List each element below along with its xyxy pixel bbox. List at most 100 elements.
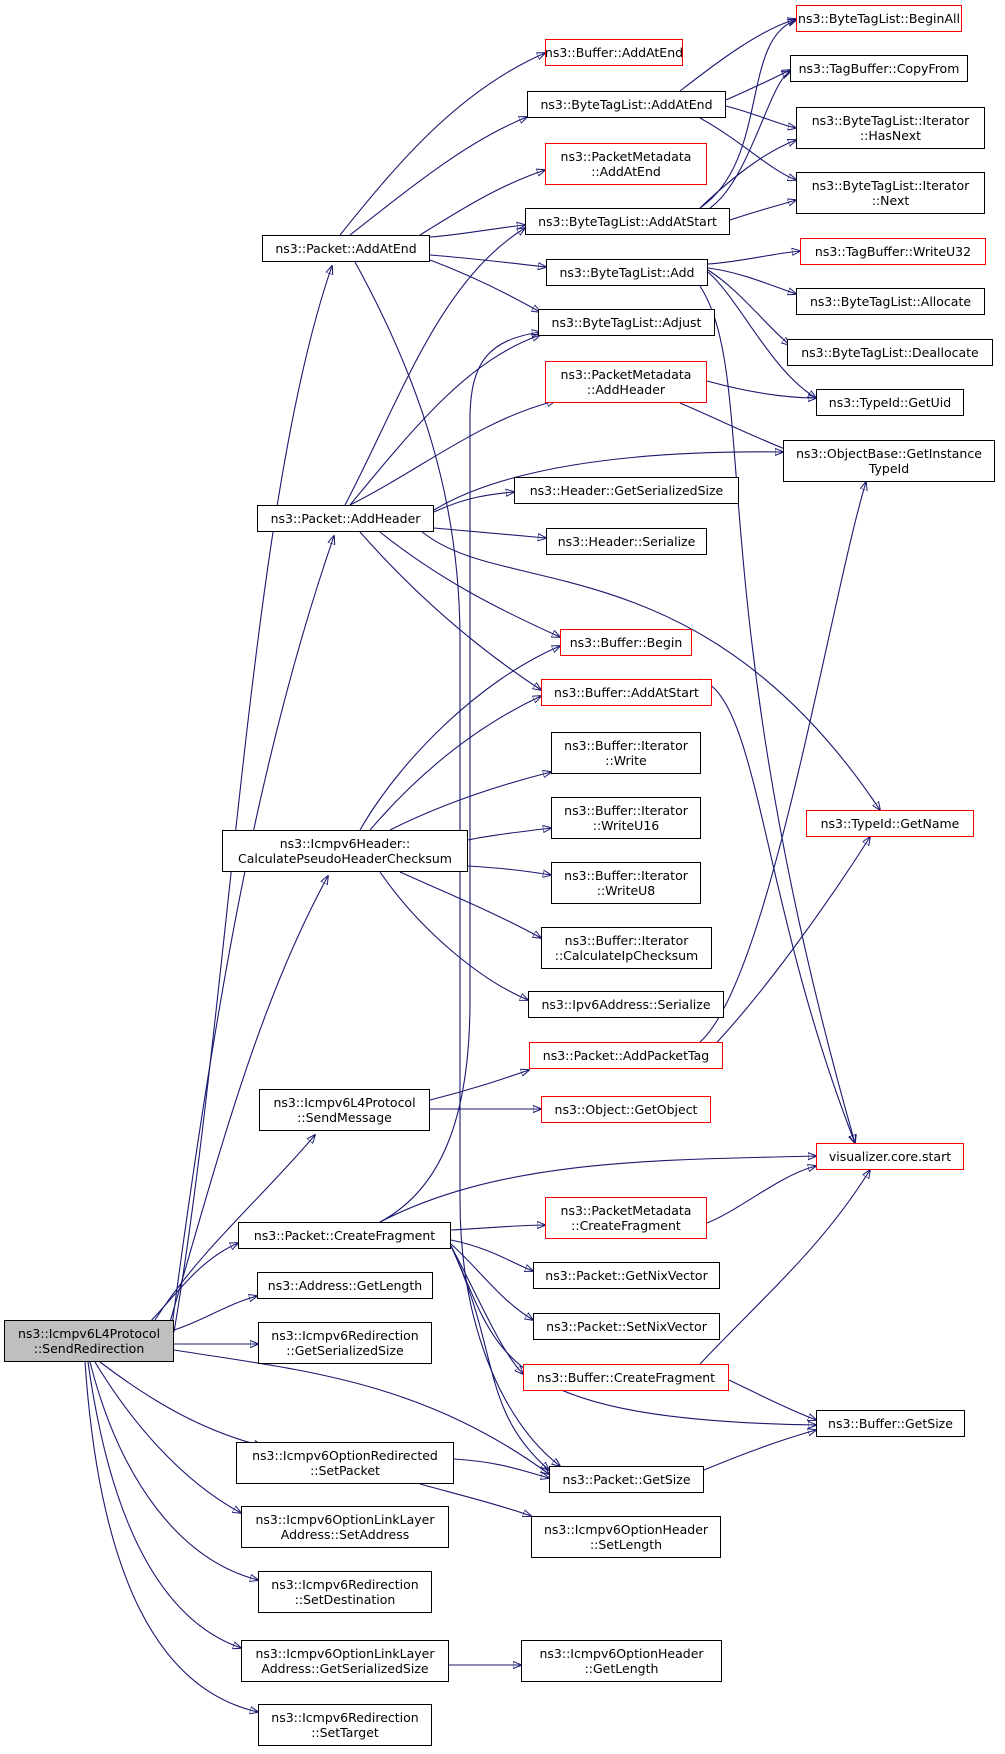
call-edge	[450, 1243, 533, 1320]
node-packet-createfragment[interactable]: ns3::Packet::CreateFragment	[238, 1222, 451, 1249]
node-calculate-pseudo-header-checksum[interactable]: ns3::Icmpv6Header::CalculatePseudoHeader…	[222, 830, 468, 872]
call-edge	[699, 1170, 870, 1365]
call-edge	[89, 1361, 258, 1580]
call-edge	[707, 269, 790, 345]
call-edge	[706, 1166, 816, 1224]
call-edge	[707, 271, 816, 398]
node-iterator-calculateipchecksum[interactable]: ns3::Buffer::Iterator::CalculateIpChecks…	[541, 927, 712, 969]
node-buffer-addatstart[interactable]: ns3::Buffer::AddAtStart	[541, 679, 712, 706]
node-buffer-createfragment[interactable]: ns3::Buffer::CreateFragment	[523, 1364, 729, 1391]
node-optionheader-setlength[interactable]: ns3::Icmpv6OptionHeader::SetLength	[531, 1516, 721, 1558]
call-edge	[349, 335, 540, 506]
node-iterator-write[interactable]: ns3::Buffer::Iterator::Write	[551, 732, 701, 774]
node-send-message[interactable]: ns3::Icmpv6L4Protocol::SendMessage	[259, 1089, 430, 1131]
node-bytetaglist-addatstart[interactable]: ns3::ByteTagList::AddAtStart	[525, 208, 730, 235]
call-edge	[379, 332, 540, 1223]
call-edge	[419, 1483, 531, 1516]
call-edge	[429, 1070, 529, 1101]
call-edge	[725, 105, 796, 128]
node-tagbuffer-writeu32[interactable]: ns3::TagBuffer::WriteU32	[800, 238, 986, 265]
call-edge	[679, 19, 796, 92]
node-optionheader-getlength[interactable]: ns3::Icmpv6OptionHeader::GetLength	[521, 1640, 722, 1682]
call-edge	[171, 536, 334, 1327]
node-header-getserializedsize[interactable]: ns3::Header::GetSerializedSize	[514, 477, 739, 504]
node-typeid-getuid[interactable]: ns3::TypeId::GetUid	[816, 389, 964, 416]
node-packet-getnixvector[interactable]: ns3::Packet::GetNixVector	[533, 1262, 720, 1289]
call-edge	[379, 871, 528, 1000]
call-edge	[699, 140, 796, 209]
call-edge	[699, 678, 855, 1143]
node-redirection-getserializedsize[interactable]: ns3::Icmpv6Redirection::GetSerializedSiz…	[258, 1322, 432, 1364]
node-buffer-addatend[interactable]: ns3::Buffer::AddAtEnd	[545, 39, 683, 66]
call-edge	[699, 482, 866, 1043]
node-send-redirection[interactable]: ns3::Icmpv6L4Protocol::SendRedirection	[4, 1320, 174, 1362]
call-edge	[149, 1243, 238, 1323]
node-bytetaglist-iterator-next[interactable]: ns3::ByteTagList::Iterator::Next	[796, 172, 985, 214]
node-packet-addatend[interactable]: ns3::Packet::AddAtEnd	[262, 235, 430, 262]
node-bytetaglist-add[interactable]: ns3::ByteTagList::Add	[546, 259, 708, 286]
node-bytetaglist-iterator-hasnext[interactable]: ns3::ByteTagList::Iterator::HasNext	[796, 107, 985, 149]
node-packet-getsize[interactable]: ns3::Packet::GetSize	[549, 1466, 704, 1493]
call-edge	[169, 876, 328, 1323]
call-edge	[173, 1296, 257, 1331]
call-edge	[729, 200, 796, 221]
node-packetmetadata-addheader[interactable]: ns3::PacketMetadata::AddHeader	[545, 361, 707, 403]
node-iterator-writeu8[interactable]: ns3::Buffer::Iterator::WriteU8	[551, 862, 701, 904]
node-typeid-getname[interactable]: ns3::TypeId::GetName	[806, 810, 974, 837]
node-packet-setnixvector[interactable]: ns3::Packet::SetNixVector	[533, 1313, 720, 1340]
call-edge	[450, 1225, 545, 1231]
call-edge	[344, 228, 525, 506]
node-packetmetadata-createfragment[interactable]: ns3::PacketMetadata::CreateFragment	[545, 1197, 707, 1239]
call-edge	[369, 696, 541, 831]
node-bytetaglist-addatend[interactable]: ns3::ByteTagList::AddAtEnd	[527, 91, 726, 118]
node-object-getobject[interactable]: ns3::Object::GetObject	[541, 1096, 711, 1123]
call-edge	[450, 1239, 533, 1271]
call-edge	[173, 266, 332, 1333]
call-edge	[699, 117, 796, 180]
node-visualizer-core-start[interactable]: visualizer.core.start	[816, 1143, 964, 1170]
call-edge	[699, 20, 796, 209]
node-buffer-getsize[interactable]: ns3::Buffer::GetSize	[816, 1410, 965, 1437]
node-ipv6address-serialize[interactable]: ns3::Ipv6Address::Serialize	[528, 991, 724, 1018]
call-edge	[359, 646, 560, 831]
call-edge	[349, 117, 527, 236]
call-edge	[84, 1361, 258, 1712]
node-tagbuffer-copyfrom[interactable]: ns3::TagBuffer::CopyFrom	[790, 55, 968, 82]
node-packet-addpackettag[interactable]: ns3::Packet::AddPacketTag	[529, 1042, 723, 1069]
node-address-getlength[interactable]: ns3::Address::GetLength	[257, 1272, 433, 1299]
call-edge	[433, 452, 783, 511]
node-bytetaglist-beginall[interactable]: ns3::ByteTagList::BeginAll	[796, 5, 962, 32]
call-edge	[707, 251, 800, 265]
node-bytetaglist-allocate[interactable]: ns3::ByteTagList::Allocate	[796, 288, 985, 315]
node-optionredirected-setpacket[interactable]: ns3::Icmpv6OptionRedirected::SetPacket	[236, 1442, 454, 1484]
call-edge	[154, 1135, 315, 1321]
call-edge	[354, 261, 560, 1466]
node-packetmetadata-addatend[interactable]: ns3::PacketMetadata::AddAtEnd	[545, 143, 707, 185]
call-edge	[467, 865, 551, 875]
call-edge	[679, 402, 800, 455]
node-header-serialize[interactable]: ns3::Header::Serialize	[546, 528, 707, 555]
call-edge	[87, 1361, 241, 1648]
node-packet-addheader[interactable]: ns3::Packet::AddHeader	[257, 505, 434, 532]
node-redirection-settarget[interactable]: ns3::Icmpv6Redirection::SetTarget	[258, 1704, 432, 1746]
call-edge	[94, 1361, 241, 1513]
call-edge	[419, 529, 880, 810]
node-bytetaglist-deallocate[interactable]: ns3::ByteTagList::Deallocate	[787, 339, 993, 366]
call-edge	[429, 259, 540, 312]
call-edge	[707, 267, 796, 294]
call-edge	[429, 254, 546, 267]
call-edge	[379, 1156, 816, 1223]
node-iterator-writeu16[interactable]: ns3::Buffer::Iterator::WriteU16	[551, 797, 701, 839]
node-redirection-setdestination[interactable]: ns3::Icmpv6Redirection::SetDestination	[258, 1571, 432, 1613]
call-edge	[709, 72, 790, 209]
call-edge	[173, 1349, 549, 1474]
call-edge	[699, 285, 855, 1143]
node-buffer-begin[interactable]: ns3::Buffer::Begin	[560, 629, 692, 656]
call-edge	[699, 837, 870, 1061]
node-bytetaglist-adjust[interactable]: ns3::ByteTagList::Adjust	[538, 309, 715, 336]
